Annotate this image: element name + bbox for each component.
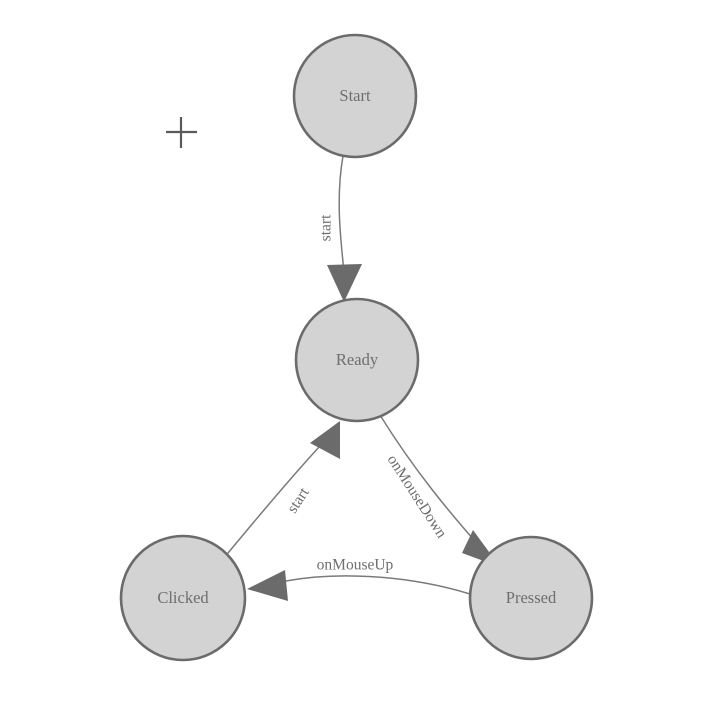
node-ready[interactable]: Ready: [294, 297, 420, 423]
edge-pressed-to-clicked[interactable]: onMouseUp: [247, 557, 471, 601]
edge-pressed-to-clicked-label: onMouseUp: [317, 557, 394, 574]
node-start-label: Start: [339, 86, 371, 105]
edge-start-to-ready-arrowhead: [327, 264, 362, 302]
edge-ready-to-pressed[interactable]: onMouseDown: [379, 414, 500, 567]
edge-start-to-ready-label: start: [318, 214, 335, 241]
edge-pressed-to-clicked-arrowhead: [247, 570, 288, 601]
node-pressed-circle[interactable]: [468, 535, 594, 661]
node-ready-circle[interactable]: [294, 297, 420, 423]
edge-clicked-to-ready-path: [227, 445, 321, 554]
node-start-circle[interactable]: [292, 33, 418, 159]
edge-clicked-to-ready-label: start: [284, 484, 313, 516]
node-ready-label: Ready: [336, 350, 379, 369]
edge-ready-to-pressed-path: [379, 414, 482, 549]
node-pressed[interactable]: Pressed: [468, 535, 594, 661]
edge-start-to-ready-path: [338, 155, 345, 273]
edge-pressed-to-clicked-path: [285, 575, 471, 595]
edge-ready-to-pressed-label: onMouseDown: [384, 452, 450, 542]
node-start[interactable]: Start: [292, 33, 418, 159]
node-clicked-label: Clicked: [157, 588, 209, 607]
edge-clicked-to-ready-arrowhead: [310, 421, 340, 459]
node-pressed-label: Pressed: [506, 588, 557, 607]
node-clicked[interactable]: Clicked: [119, 534, 247, 662]
edge-start-to-ready[interactable]: start: [318, 155, 362, 302]
crosshair-icon: [166, 117, 197, 148]
node-clicked-circle[interactable]: [119, 534, 247, 662]
edge-clicked-to-ready[interactable]: start: [227, 421, 340, 554]
